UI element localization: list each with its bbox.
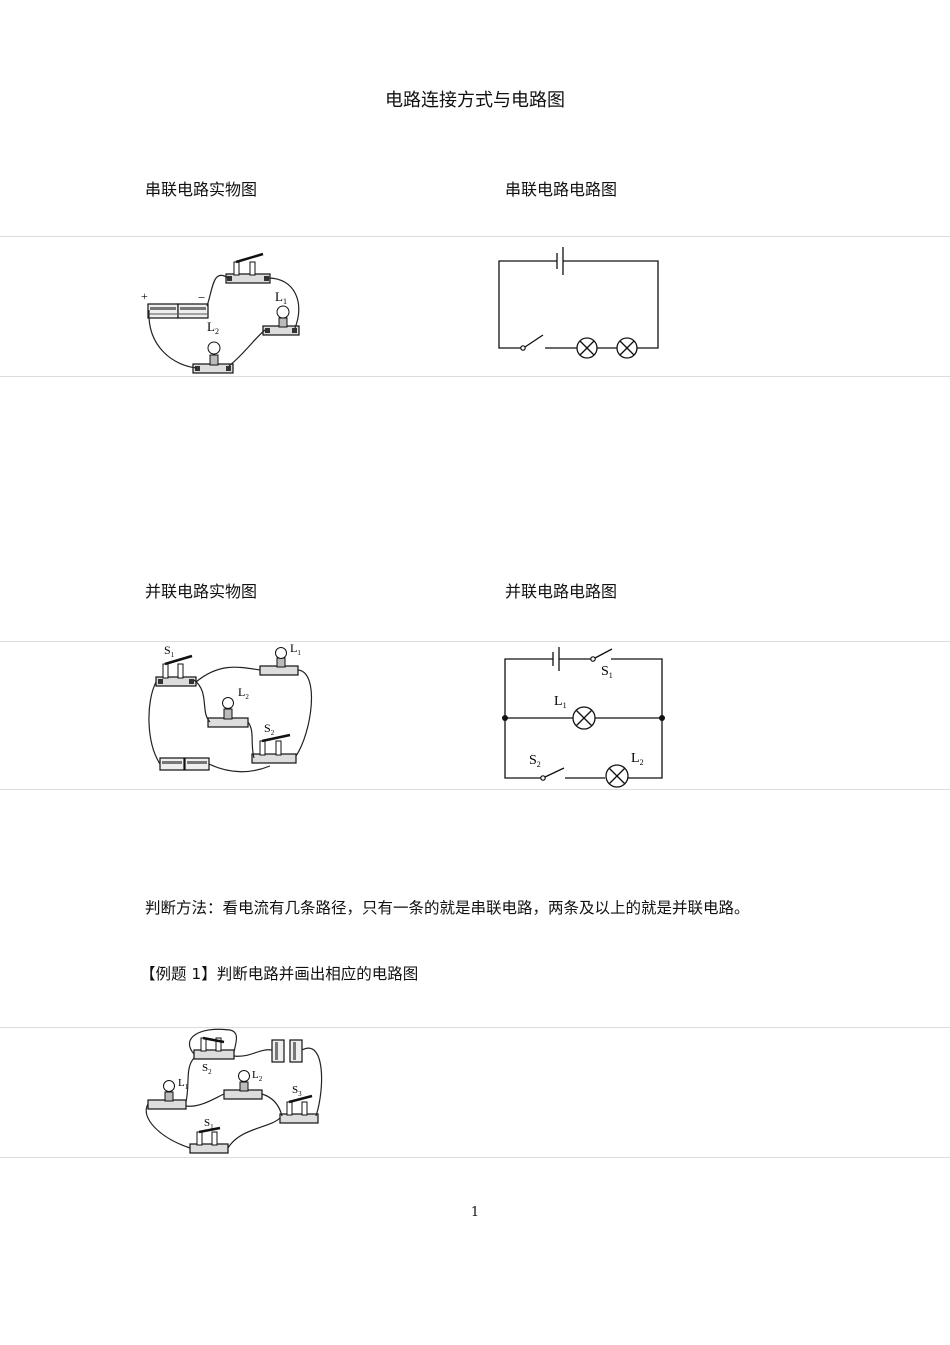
switch-icon — [155, 654, 197, 687]
table-rule — [0, 1157, 950, 1158]
l2-label: L2 — [238, 685, 249, 701]
parallel-photo-caption: 并联电路实物图 — [145, 582, 258, 601]
l2-symbol-label: L2 — [631, 751, 644, 767]
battery-pack — [159, 757, 210, 771]
example-label: 【例题 1】判断电路并画出相应的电路图 — [140, 965, 419, 983]
series-diagram-caption: 串联电路电路图 — [505, 180, 618, 199]
battery-pack — [271, 1039, 303, 1063]
battery-pack — [147, 303, 209, 319]
lamp-icon — [207, 697, 249, 728]
lamp2-label: L2 — [207, 319, 219, 336]
l1-symbol-label: L1 — [554, 694, 567, 710]
lamp1-label: L1 — [275, 289, 287, 306]
lamp-icon — [223, 1070, 263, 1100]
switch-icon — [251, 733, 297, 764]
table-rule — [0, 789, 950, 790]
parallel-circuit-diagram: S1 L1 S2 L2 — [502, 647, 665, 788]
parallel-diagram-caption: 并联电路电路图 — [505, 582, 618, 601]
lamp-icon — [192, 341, 234, 374]
lamp-symbol — [605, 764, 629, 788]
switch-icon — [193, 1036, 235, 1060]
s1-label: S1 — [164, 643, 175, 659]
table-rule — [0, 376, 950, 377]
table-rule — [0, 236, 950, 237]
table-rule — [0, 1027, 950, 1028]
series-circuit-diagram — [498, 247, 659, 359]
l1-label: L1 — [178, 1077, 189, 1091]
s1-label: S1 — [204, 1117, 214, 1131]
lamp-symbol — [576, 337, 598, 359]
series-photo-caption: 串联电路实物图 — [145, 180, 258, 199]
s2-label: S2 — [264, 721, 275, 737]
parallel-circuit-photo: S1 L1 L2 S2 — [148, 641, 313, 773]
page-title: 电路连接方式与电路图 — [385, 90, 565, 111]
l1-label: L1 — [290, 641, 301, 657]
s1-symbol-label: S1 — [601, 664, 613, 680]
table-rule — [0, 641, 950, 642]
switch-icon — [279, 1094, 319, 1124]
page-number: 1 — [470, 1205, 480, 1220]
lamp-icon — [262, 305, 300, 336]
lamp-symbol — [572, 706, 596, 730]
series-circuit-photo: + − L1 L2 — [141, 252, 300, 374]
plus-sign: + — [141, 289, 148, 303]
lamp-symbol — [616, 337, 638, 359]
minus-sign: − — [198, 290, 205, 305]
switch-icon — [189, 1126, 229, 1154]
s3-label: S3 — [292, 1084, 302, 1098]
switch-icon — [225, 252, 271, 284]
s2-label: S2 — [202, 1062, 212, 1076]
example-circuit-photo: S2 L1 L2 S3 S1 — [145, 1028, 323, 1154]
l2-label: L2 — [252, 1069, 263, 1083]
method-text: 判断方法：看电流有几条路径，只有一条的就是串联电路，两条及以上的就是并联电路。 — [145, 899, 750, 917]
s2-symbol-label: S2 — [529, 753, 541, 769]
